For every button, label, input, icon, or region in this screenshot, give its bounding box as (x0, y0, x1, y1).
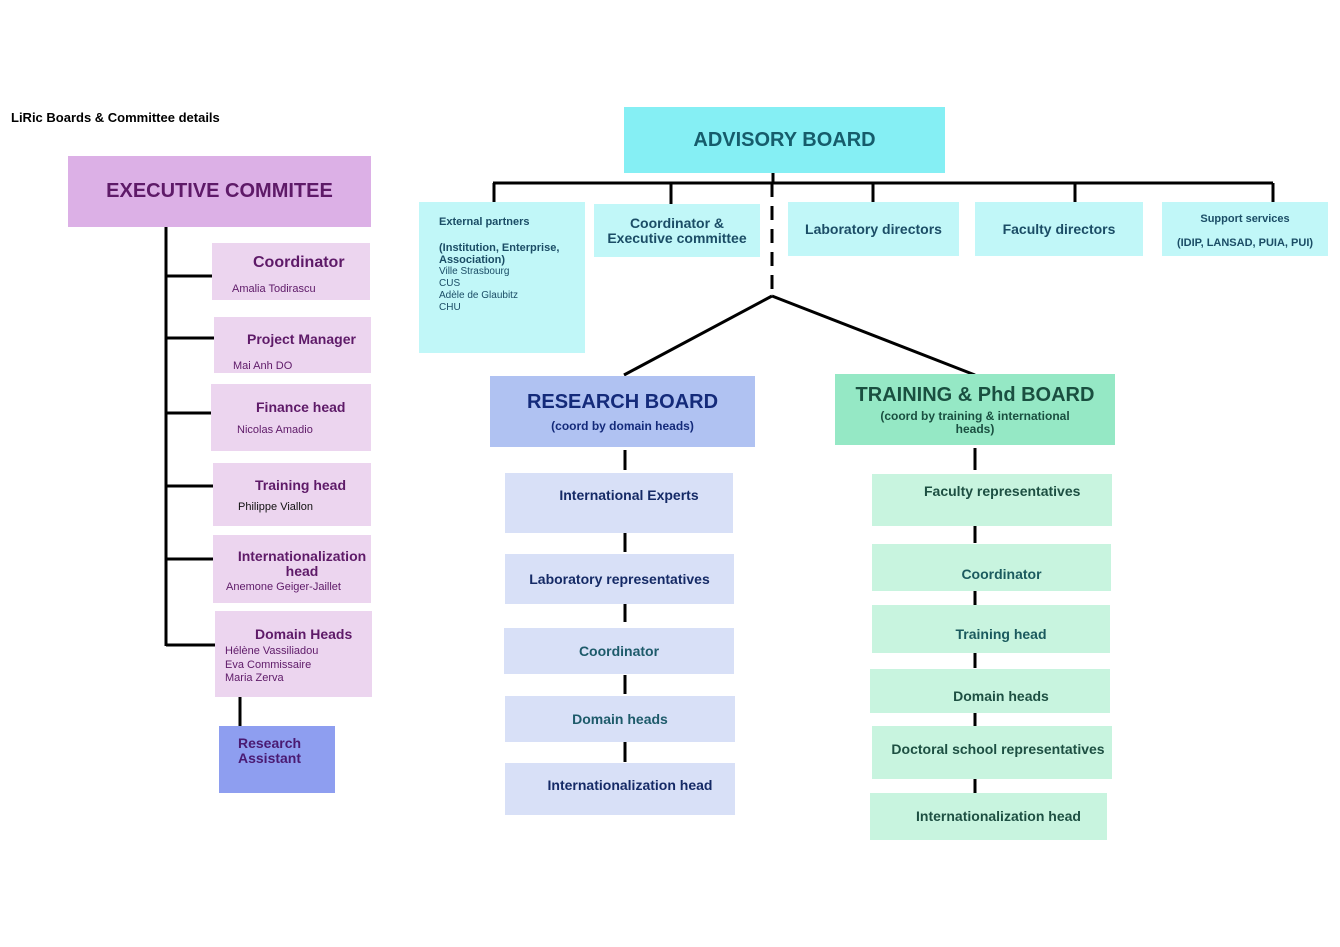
research-item-box: Coordinator (504, 628, 734, 674)
advisory-faculty-directors-label: Faculty directors (1002, 221, 1116, 237)
exec-project-manager-box: Project Manager Mai Anh DO (214, 317, 371, 373)
training-item-box: Training head (872, 605, 1110, 653)
advisory-board-header: ADVISORY BOARD (624, 107, 945, 173)
exec-domain-box: Domain Heads Hélène Vassiliadou Eva Comm… (215, 611, 372, 697)
training-board-subtitle: (coord by training & international heads… (880, 408, 1070, 436)
page-title: LiRic Boards & Committee details (11, 110, 220, 125)
executive-committee-title: EXECUTIVE COMMITEE (106, 180, 333, 202)
exec-domain-name: Eva Commissaire (225, 659, 312, 671)
advisory-external-item: Ville Strasbourg (439, 266, 510, 277)
research-board-subtitle: (coord by domain heads) (551, 418, 694, 433)
research-board-header: RESEARCH BOARD (coord by domain heads) (490, 376, 755, 447)
exec-project-manager-title: Project Manager (247, 331, 356, 347)
advisory-external-title: External partners (439, 216, 530, 228)
training-item-label: Training head (955, 626, 1047, 642)
training-item-box: Faculty representatives (872, 474, 1112, 526)
research-assistant-box: Research Assistant (219, 726, 335, 793)
advisory-coordinator-box: Coordinator & Executive committee (594, 204, 760, 257)
advisory-faculty-directors-box: Faculty directors (975, 202, 1143, 256)
exec-training-title: Training head (255, 477, 347, 493)
training-item-label: Faculty representatives (924, 483, 1081, 499)
training-item-box: Domain heads (870, 669, 1110, 713)
research-item-label: International Experts (559, 487, 699, 503)
training-board-title: TRAINING & Phd BOARD (855, 383, 1095, 406)
training-item-box: Doctoral school representatives (872, 726, 1112, 779)
training-item-box: Internationalization head (870, 793, 1107, 840)
research-item-label: Internationalization head (547, 776, 713, 793)
exec-coordinator-title: Coordinator (253, 254, 345, 271)
exec-internationalization-box: Internationalization head Anemone Geiger… (213, 535, 371, 603)
training-item-label: Doctoral school representatives (891, 740, 1105, 757)
advisory-coordinator-label: Coordinator & Executive committee (607, 214, 747, 246)
research-item-label: Laboratory representatives (529, 571, 710, 587)
training-item-box: Coordinator (872, 544, 1111, 591)
exec-domain-name: Hélène Vassiliadou (225, 645, 319, 657)
advisory-board-title: ADVISORY BOARD (693, 128, 876, 151)
training-item-label: Internationalization head (916, 807, 1081, 824)
advisory-support-title: Support services (1200, 213, 1290, 225)
advisory-external-subtitle: (Institution, Enterprise, Association) (439, 242, 560, 266)
exec-training-name: Philippe Viallon (238, 501, 314, 513)
research-item-box: Domain heads (505, 696, 735, 742)
research-assistant-label: Research Assistant (238, 735, 302, 766)
exec-internationalization-title: Internationalization head (237, 548, 367, 579)
training-item-label: Domain heads (953, 688, 1049, 704)
research-item-label: Domain heads (572, 711, 668, 727)
exec-coordinator-name: Amalia Todirascu (232, 283, 316, 295)
exec-finance-title: Finance head (256, 399, 346, 415)
advisory-lab-directors-box: Laboratory directors (788, 202, 959, 256)
advisory-external-box: External partners (Institution, Enterpri… (419, 202, 585, 353)
training-item-label: Coordinator (961, 565, 1042, 582)
advisory-support-subtitle: (IDIP, LANSAD, PUIA, PUI) (1176, 237, 1314, 249)
advisory-external-item: Adèle de Glaubitz (439, 290, 518, 301)
executive-committee-header: EXECUTIVE COMMITEE (68, 156, 371, 227)
training-board-header: TRAINING & Phd BOARD (coord by training … (835, 374, 1115, 445)
research-item-label: Coordinator (578, 643, 660, 659)
exec-domain-name: Maria Zerva (225, 672, 284, 684)
exec-finance-name: Nicolas Amadio (237, 424, 313, 436)
exec-project-manager-name: Mai Anh DO (233, 360, 293, 372)
research-board-title: RESEARCH BOARD (526, 390, 719, 413)
exec-training-box: Training head Philippe Viallon (213, 463, 371, 526)
exec-domain-title: Domain Heads (255, 626, 353, 642)
advisory-external-item: CUS (439, 278, 461, 289)
exec-internationalization-name: Anemone Geiger-Jaillet (226, 581, 341, 593)
advisory-support-box: Support services (IDIP, LANSAD, PUIA, PU… (1162, 202, 1328, 256)
advisory-external-item: CHU (439, 302, 461, 313)
research-item-box: Laboratory representatives (505, 554, 734, 604)
research-item-box: Internationalization head (505, 763, 735, 815)
exec-finance-box: Finance head Nicolas Amadio (211, 384, 371, 451)
advisory-lab-directors-label: Laboratory directors (805, 221, 942, 237)
exec-coordinator-box: Coordinator Amalia Todirascu (212, 243, 370, 300)
research-item-box: International Experts (505, 473, 733, 533)
